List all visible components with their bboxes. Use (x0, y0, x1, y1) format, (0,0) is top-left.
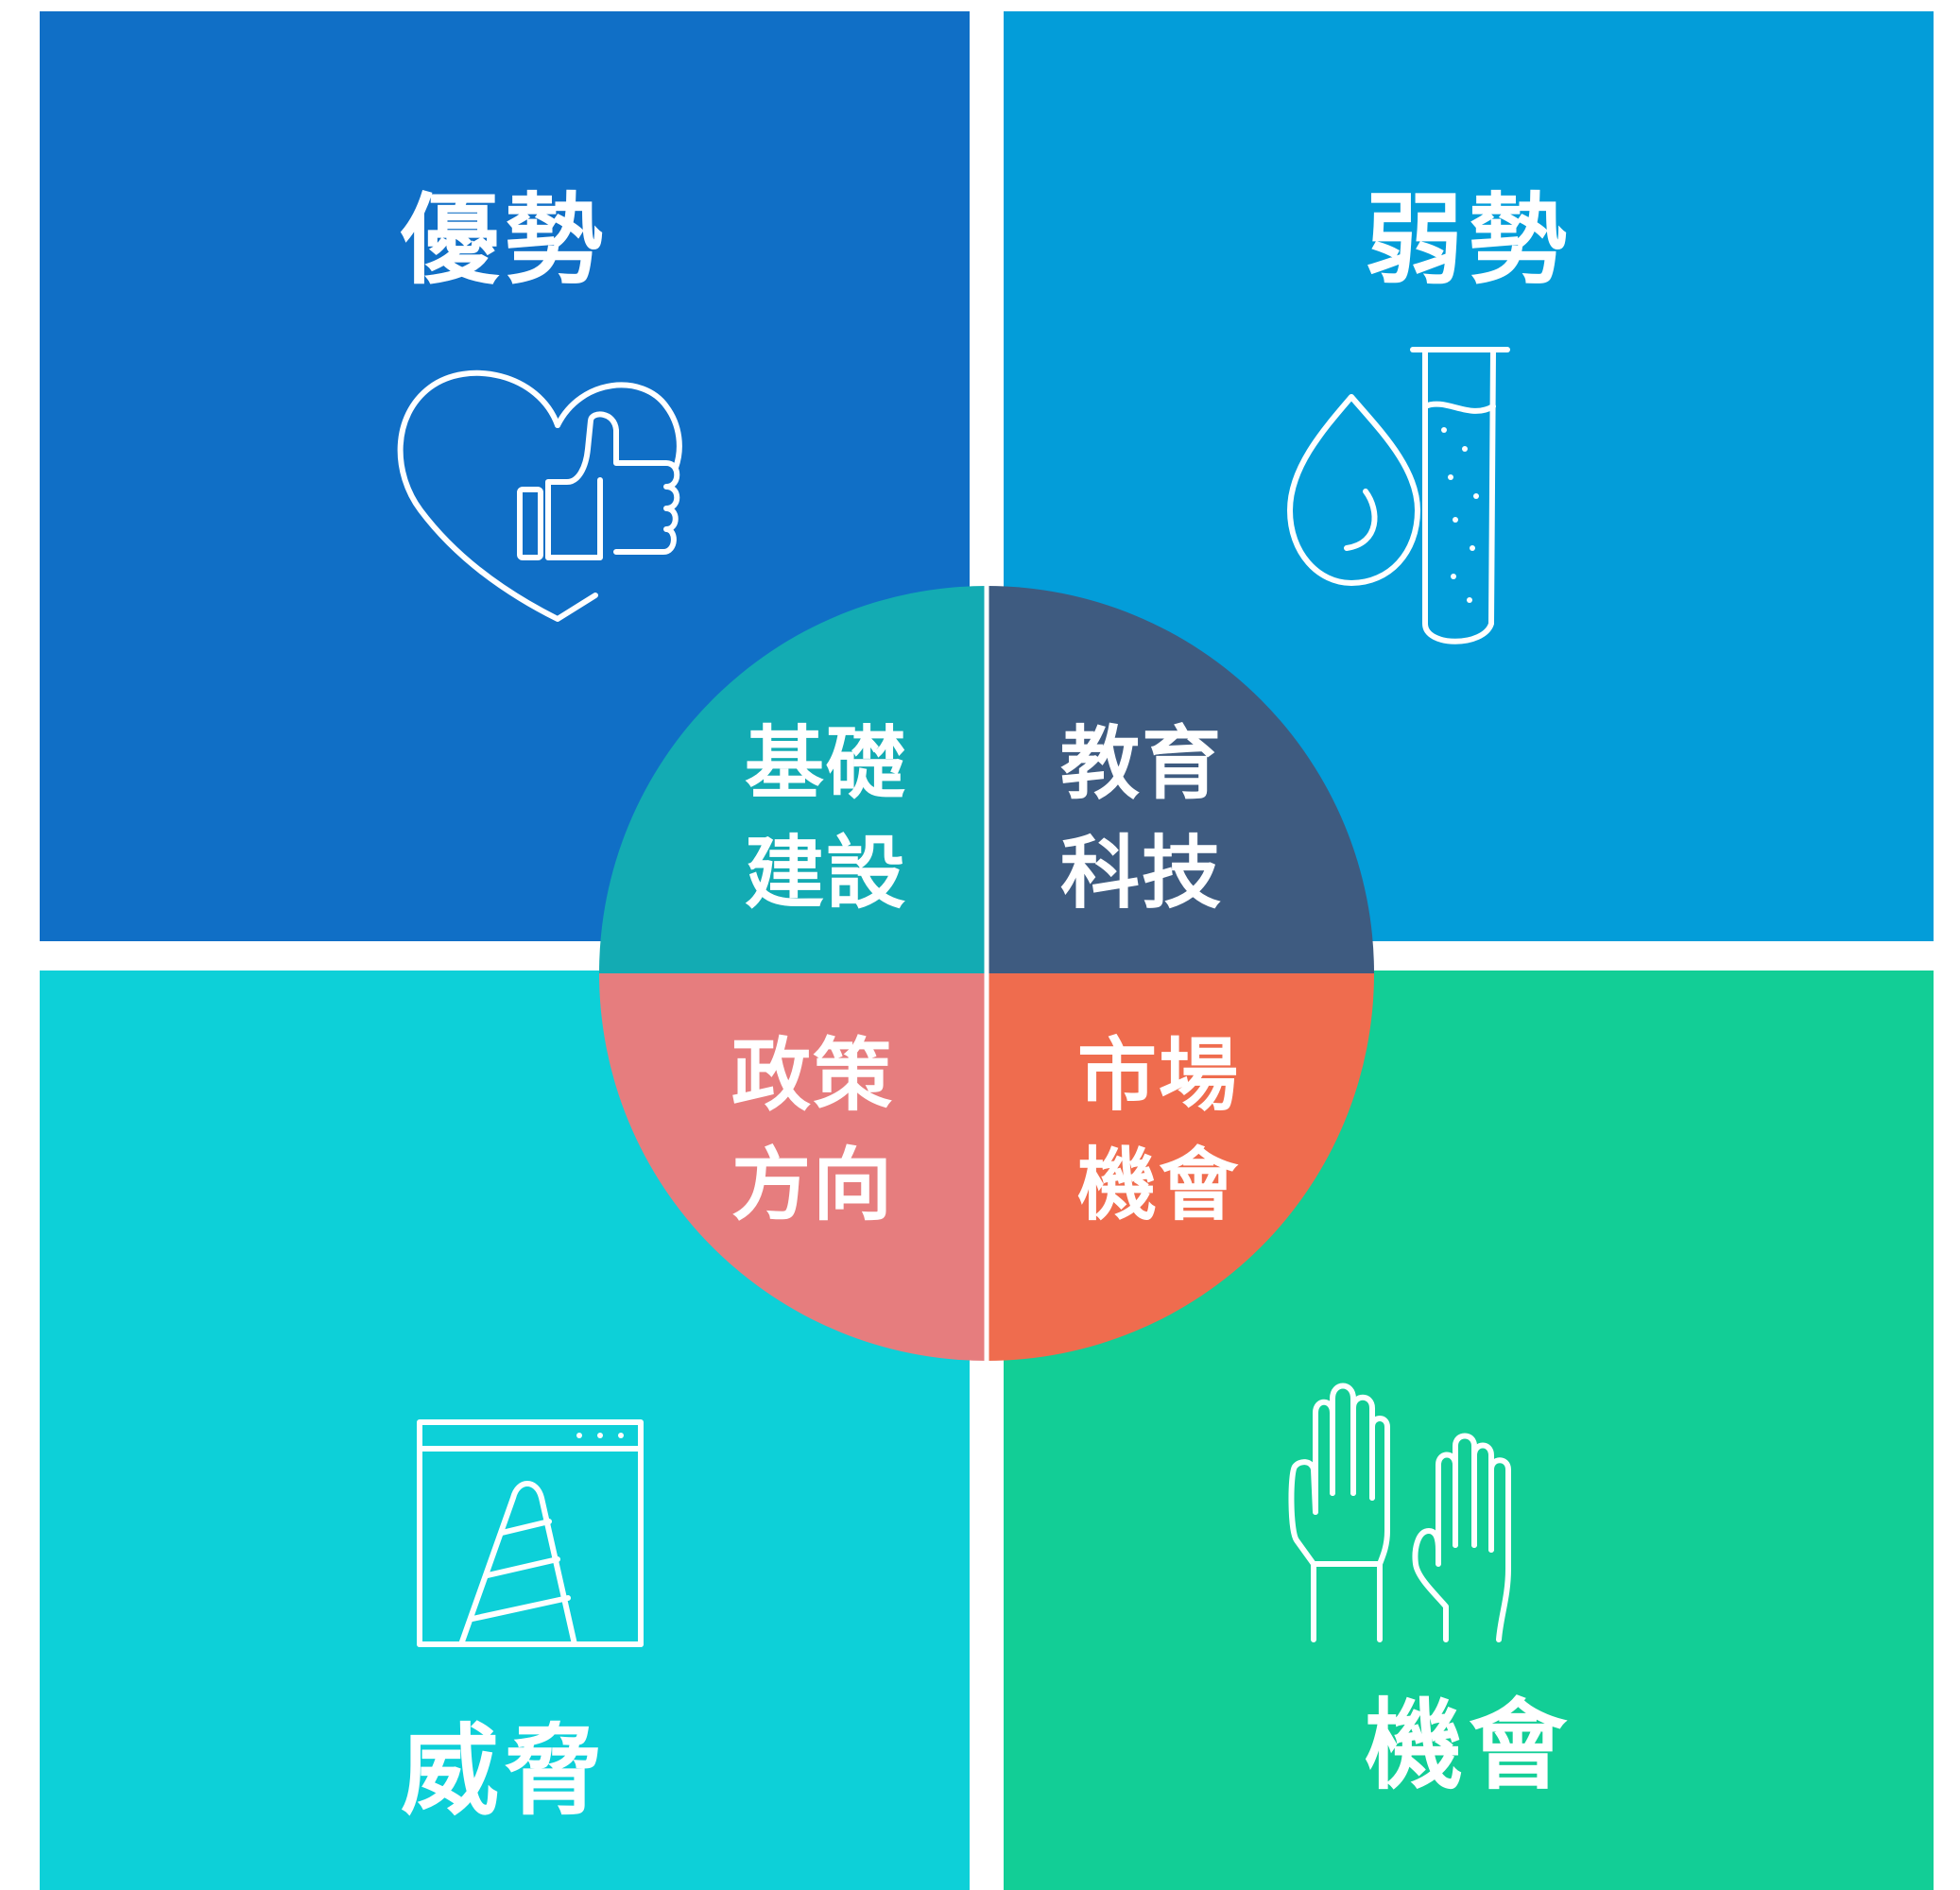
raised-hands-icon (1285, 1380, 1569, 1644)
strengths-quadrant: 優勢 (40, 11, 970, 941)
opportunities-title: 機會 (1364, 1688, 1573, 1803)
label-policy-line2: 方向 (731, 1139, 894, 1231)
label-education-technology: 教育 科技 (1028, 709, 1255, 928)
traffic-cone-window-icon (414, 1413, 650, 1649)
label-market-line1: 市場 (1076, 1029, 1240, 1122)
label-infrastructure-line1: 基礎 (744, 717, 907, 810)
label-market-line2: 機會 (1076, 1139, 1240, 1231)
pie-segment-education-technology (987, 586, 1374, 973)
threats-title: 威脅 (400, 1713, 609, 1829)
label-market-opportunity: 市場 機會 (1045, 1021, 1272, 1240)
drop-test-tube-icon (1257, 335, 1540, 657)
label-education-line2: 科技 (1059, 827, 1223, 919)
label-infrastructure: 基礎 建設 (713, 709, 939, 928)
pie-segment-infrastructure (599, 586, 987, 973)
label-education-line1: 教育 (1059, 717, 1223, 810)
label-infrastructure-line2: 建設 (744, 827, 907, 919)
pie-segment-policy-direction (599, 973, 987, 1361)
pie-segment-market-opportunity (987, 973, 1374, 1361)
weaknesses-title: 弱勢 (1364, 182, 1573, 298)
strengths-title: 優勢 (400, 182, 609, 298)
heart-thumbs-up-icon (369, 350, 690, 633)
label-policy-line1: 政策 (731, 1029, 894, 1122)
label-policy-direction: 政策 方向 (699, 1021, 926, 1240)
center-pie (599, 586, 1374, 1361)
